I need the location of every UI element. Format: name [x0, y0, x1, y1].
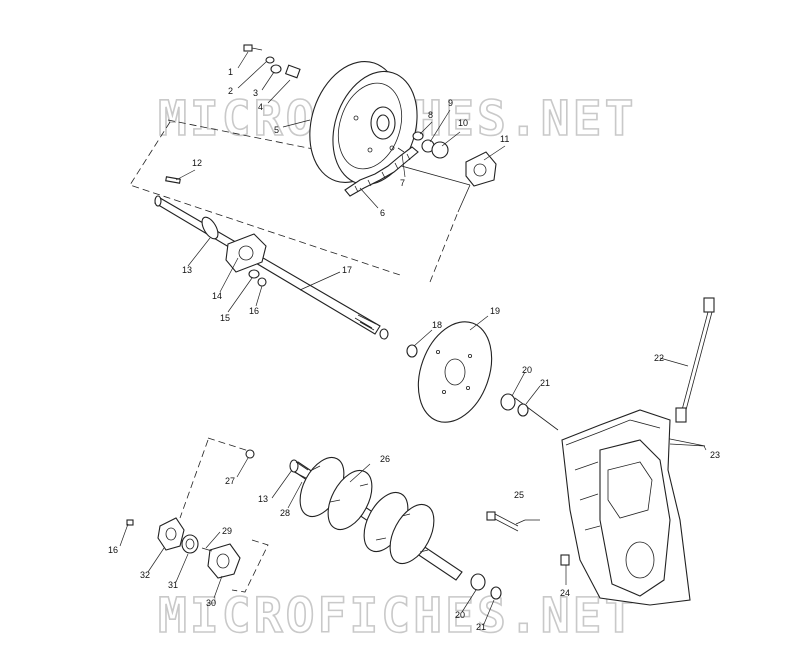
watermark-bottom: MICROFICHES.NET	[158, 588, 636, 644]
bearing-flange-11	[465, 151, 497, 187]
callout-6: 6	[380, 208, 385, 218]
bolt-16b	[126, 519, 134, 526]
callout-18: 18	[432, 320, 442, 330]
brake-disc	[417, 321, 493, 423]
callout-3: 3	[253, 88, 258, 98]
shaft-lower-leader	[514, 397, 559, 431]
callout-1: 1	[228, 67, 233, 77]
callout-28: 28	[280, 508, 290, 518]
callout-19: 19	[490, 306, 500, 316]
callout-30: 30	[206, 598, 216, 608]
callout-11: 11	[500, 134, 509, 144]
callout-2: 2	[228, 86, 233, 96]
chaincase	[561, 409, 691, 606]
callout-26: 26	[380, 454, 390, 464]
callout-16-upper: 16	[249, 306, 259, 316]
callout-5: 5	[274, 125, 279, 135]
ring-21	[517, 403, 529, 417]
callout-20-lower: 20	[455, 610, 465, 620]
washer-8	[412, 131, 424, 141]
collar-10	[431, 141, 449, 159]
bearing-31	[181, 534, 199, 554]
drive-chain	[344, 146, 419, 197]
callout-27: 27	[225, 476, 235, 486]
callout-14: 14	[212, 291, 222, 301]
callout-22: 22	[654, 353, 664, 363]
bolt-25	[486, 511, 519, 532]
ring-21b	[490, 586, 502, 600]
callout-12: 12	[192, 158, 202, 168]
callout-13-lower: 13	[258, 494, 268, 504]
callout-32: 32	[140, 570, 150, 580]
callout-8: 8	[428, 110, 433, 120]
key	[165, 176, 181, 184]
callout-31: 31	[168, 580, 178, 590]
pin-29	[201, 547, 213, 552]
callout-16-lower: 16	[108, 545, 118, 555]
callout-25: 25	[514, 490, 524, 500]
flange-32	[157, 517, 185, 551]
bearing-20	[500, 393, 516, 411]
leader-lines	[119, 51, 707, 625]
callout-24: 24	[560, 588, 570, 598]
o-ring-18	[406, 344, 418, 358]
callout-21-lower: 21	[476, 622, 486, 632]
callout-9: 9	[448, 98, 453, 108]
bolt	[243, 44, 263, 52]
callout-23: 23	[710, 450, 720, 460]
nut-16	[257, 277, 267, 287]
bolt-7	[397, 147, 405, 153]
washer-15	[248, 269, 260, 279]
callout-10: 10	[458, 118, 468, 128]
callout-17: 17	[342, 265, 352, 275]
lower-assembly-outline	[179, 437, 269, 593]
nut-24	[560, 554, 570, 566]
dipstick	[675, 297, 715, 423]
callout-13-upper: 13	[182, 265, 192, 275]
flange-30	[207, 543, 241, 579]
lock-washer	[270, 64, 282, 74]
callout-20-upper: 20	[522, 365, 532, 375]
bearing-20b	[470, 573, 486, 591]
washer	[265, 56, 275, 64]
callout-15: 15	[220, 313, 230, 323]
jackshaft	[154, 195, 389, 340]
spacer	[284, 64, 301, 79]
callout-21-upper: 21	[540, 378, 550, 388]
clip-23	[664, 437, 706, 447]
drive-sprockets	[299, 456, 435, 565]
callout-4: 4	[258, 102, 263, 112]
callout-7: 7	[400, 178, 405, 188]
upper-assembly-outline	[129, 119, 459, 283]
callout-29: 29	[222, 526, 232, 536]
nut-27	[245, 449, 255, 459]
drive-pulley	[309, 61, 418, 186]
